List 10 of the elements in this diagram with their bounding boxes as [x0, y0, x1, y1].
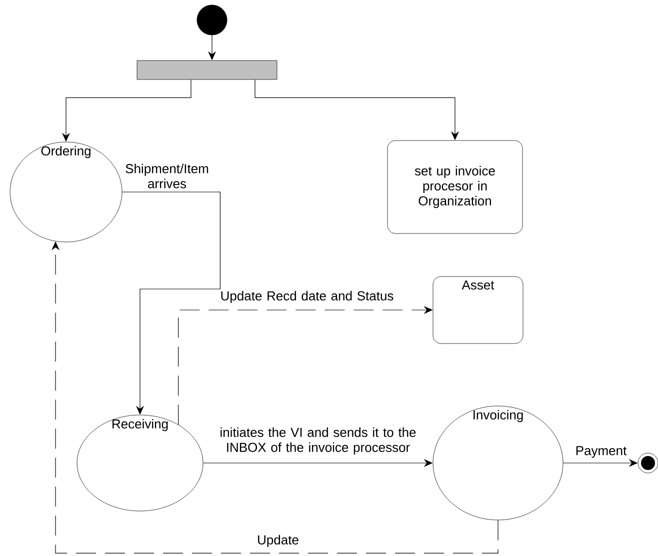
edge-label: Payment — [576, 446, 627, 458]
edge-label: initiates the VI and sends it to the INBOX of the invoice processor — [220, 427, 416, 455]
start-node — [196, 4, 228, 36]
end-node — [638, 452, 658, 474]
edge-label: Shipment/Item arrives — [126, 164, 208, 188]
edge-label: Update Recd date and Status — [221, 290, 394, 304]
rounded-box: set up invoice procesor in Organization — [387, 140, 523, 234]
rounded-box: Asset — [432, 276, 524, 344]
edge-label: Update — [258, 534, 298, 548]
fork-bar — [136, 60, 278, 80]
